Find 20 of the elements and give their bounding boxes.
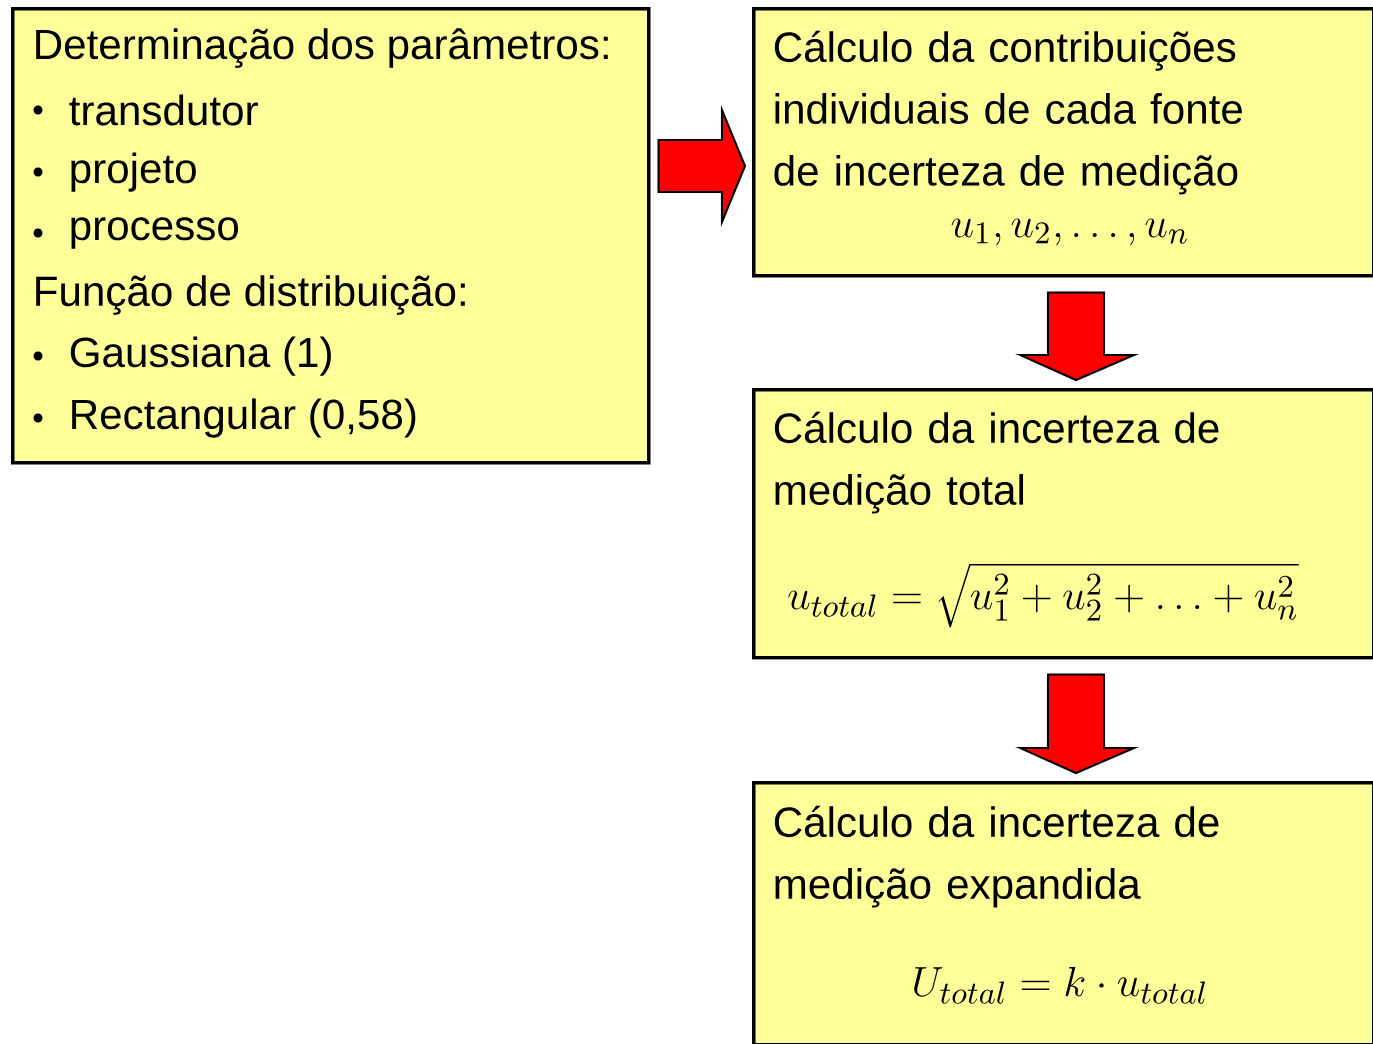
list-item: Gaussiana (1) — [33, 336, 331, 376]
list-item: processo — [33, 217, 238, 249]
box-text: Cálculo da contribuições individuais de cada fonte de incerteza de medição — [774, 30, 1242, 195]
process-box — [752, 7, 1373, 278]
formula: $u_{1},u_{2},\ldots,u_{n}$ — [951, 218, 1187, 246]
box-text: Cálculo da incerteza de medição total — [774, 411, 1219, 514]
heading-text: Determinação dos parâmetros: — [36, 28, 608, 68]
process-box — [752, 388, 1373, 660]
formula: $u_{total}=\sqrt{u_{1}^{2}+u_{2}^{2}+\ldots+u_{n}^{2}}$ — [788, 564, 1299, 628]
list-item: Rectangular (0,58) — [33, 398, 416, 438]
box-text: Cálculo da incerteza de medição expandida — [774, 805, 1219, 908]
block-arrow — [1015, 673, 1140, 775]
heading-text: Função de distribuição: — [36, 275, 465, 315]
block-arrow — [1015, 291, 1140, 382]
process-box — [752, 781, 1373, 1044]
block-arrow — [657, 104, 747, 228]
formula: $U_{total}=k\cdot u_{total}$ — [914, 966, 1205, 1004]
list-item: transdutor — [33, 94, 258, 126]
list-item: projeto — [33, 152, 196, 192]
process-box — [11, 7, 651, 465]
